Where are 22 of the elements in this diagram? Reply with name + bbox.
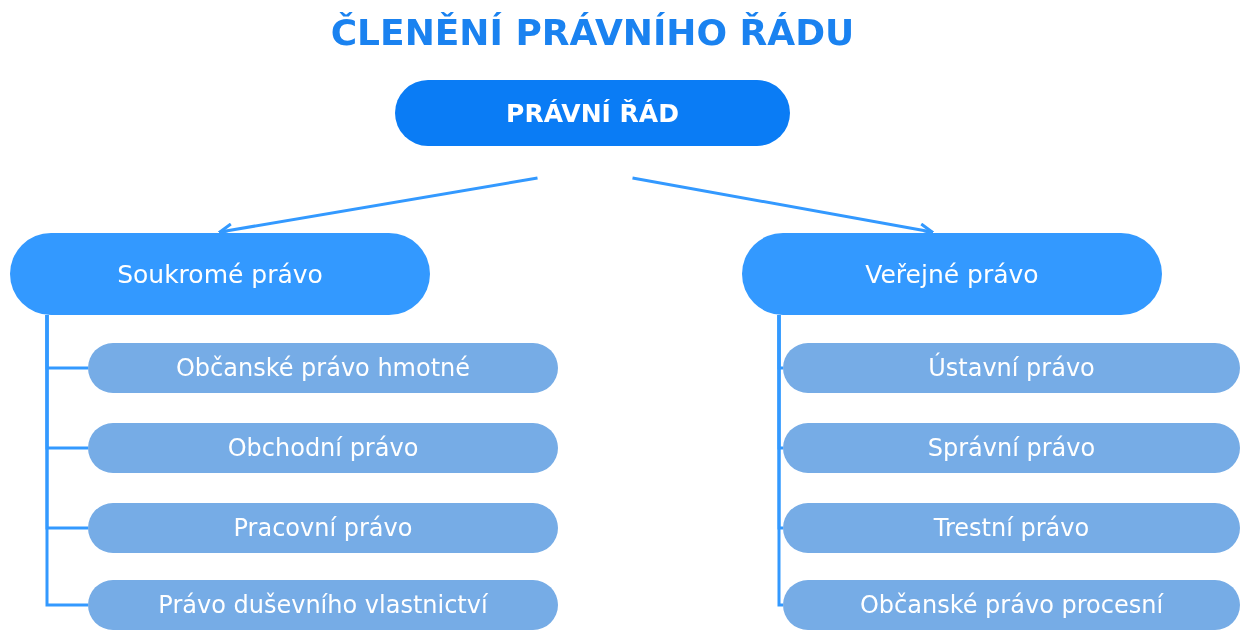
node-label: Obchodní právo: [227, 434, 419, 462]
category-pill: [88, 343, 558, 393]
node-label: Právo duševního vlastnictví: [158, 591, 488, 619]
bracket-line: [777, 315, 783, 607]
node-label: PRÁVNÍ ŘÁD: [506, 98, 679, 128]
category-pill: [783, 343, 1240, 393]
category-pill: [88, 503, 558, 553]
node-label: Ústavní právo: [928, 354, 1095, 382]
node-label: Soukromé právo: [117, 259, 323, 289]
node-label: Trestní právo: [933, 514, 1090, 542]
category-pill: [88, 423, 558, 473]
node-label: Občanské právo hmotné: [175, 354, 471, 382]
category-pill: [783, 580, 1240, 630]
category-pill: [88, 580, 558, 630]
bracket-line: [45, 315, 88, 607]
diagram-title: ČLENĚNÍ PRÁVNÍHO ŘÁDU: [329, 12, 856, 53]
node-label: Občanské právo procesní: [859, 591, 1164, 619]
category-pill: [783, 503, 1240, 553]
category-pill: [783, 423, 1240, 473]
node-label: Pracovní právo: [233, 514, 413, 542]
node-label: Správní právo: [927, 434, 1096, 462]
node-label: Veřejné právo: [865, 259, 1039, 289]
